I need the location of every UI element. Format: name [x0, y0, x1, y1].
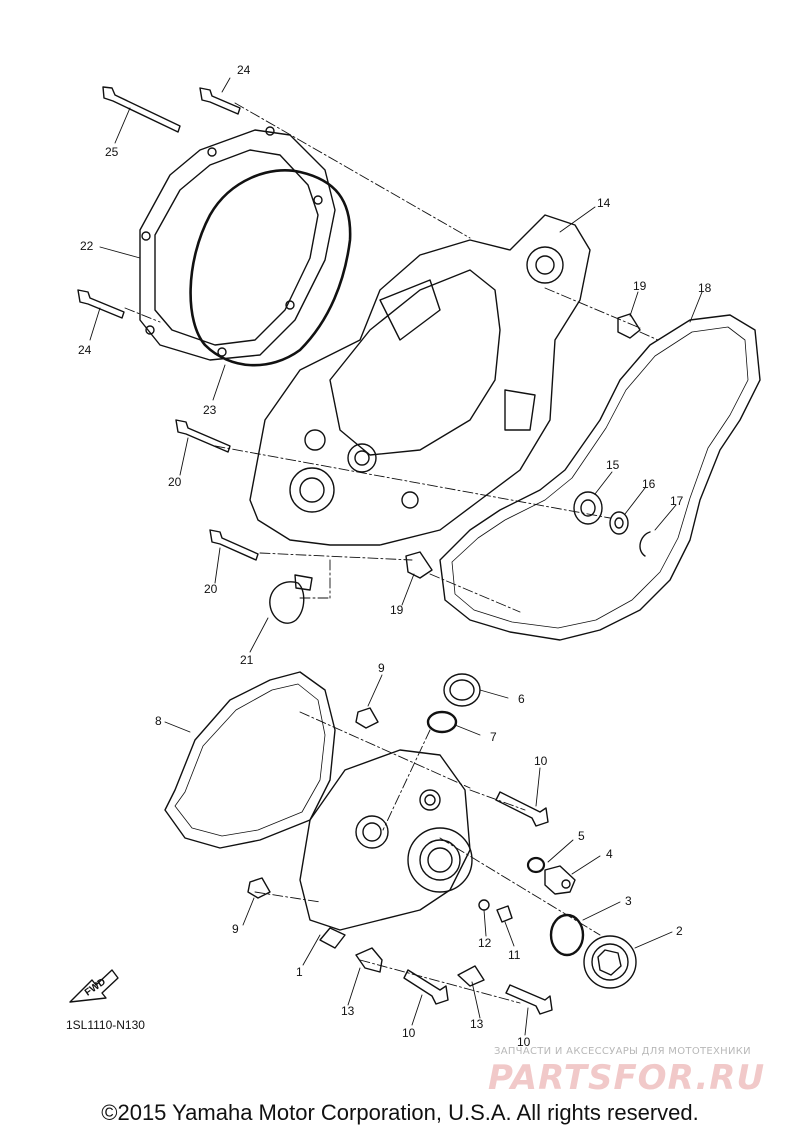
- callout-20: 20: [204, 582, 218, 596]
- callout-25: 25: [105, 145, 119, 159]
- hose-clamp: [269, 574, 313, 624]
- callout-10: 10: [517, 1035, 531, 1049]
- fwd-arrow-icon: [69, 969, 119, 1003]
- cover-gasket-ring: [189, 169, 352, 367]
- callout-8: 8: [155, 714, 162, 728]
- watermark-tagline: ЗАПЧАСТИ И АКСЕССУАРЫ ДЛЯ МОТОТЕХНИКИ: [494, 1046, 751, 1057]
- callout-7: 7: [490, 730, 497, 744]
- leader-lines: [89, 77, 703, 1036]
- callout-10: 10: [534, 754, 548, 768]
- callout-22: 22: [80, 239, 94, 253]
- callout-2: 2: [676, 924, 683, 938]
- callout-23: 23: [203, 403, 217, 417]
- filler-cap: [443, 673, 481, 707]
- callout-9: 9: [378, 661, 385, 675]
- callout-6: 6: [518, 692, 525, 706]
- callout-11: 11: [508, 948, 521, 962]
- callout-10: 10: [402, 1026, 416, 1040]
- diagram-code: 1SL1110-N130: [66, 1018, 145, 1032]
- copyright-notice: ©2015 Yamaha Motor Corporation, U.S.A. A…: [101, 1100, 699, 1125]
- callout-19: 19: [633, 279, 647, 293]
- clutch-cover: [139, 126, 336, 361]
- generator-gasket: [164, 671, 336, 849]
- callout-18: 18: [698, 281, 712, 295]
- callout-20: 20: [168, 475, 182, 489]
- callout-16: 16: [642, 477, 656, 491]
- callout-24: 24: [237, 63, 251, 77]
- callout-13: 13: [341, 1004, 355, 1018]
- watermark-logo: PARTSFOR.RU: [488, 1058, 766, 1098]
- callout-9: 9: [232, 922, 239, 936]
- callout-3: 3: [625, 894, 632, 908]
- callout-21: 21: [240, 653, 254, 667]
- callout-13: 13: [470, 1017, 484, 1031]
- alignment-lines: [124, 102, 659, 1004]
- crankcase-cover: [249, 214, 591, 546]
- crankcase-gasket: [439, 314, 761, 641]
- generator-cover: [299, 749, 473, 949]
- callout-17: 17: [670, 494, 684, 508]
- dowel-pins: [247, 313, 641, 899]
- callout-19: 19: [390, 603, 404, 617]
- callout-4: 4: [606, 847, 613, 861]
- callout-15: 15: [606, 458, 620, 472]
- callout-12: 12: [478, 936, 492, 950]
- callout-1: 1: [296, 965, 303, 979]
- callout-14: 14: [597, 196, 611, 210]
- bolts-top: [77, 86, 259, 561]
- callout-5: 5: [578, 829, 585, 843]
- callout-24: 24: [78, 343, 92, 357]
